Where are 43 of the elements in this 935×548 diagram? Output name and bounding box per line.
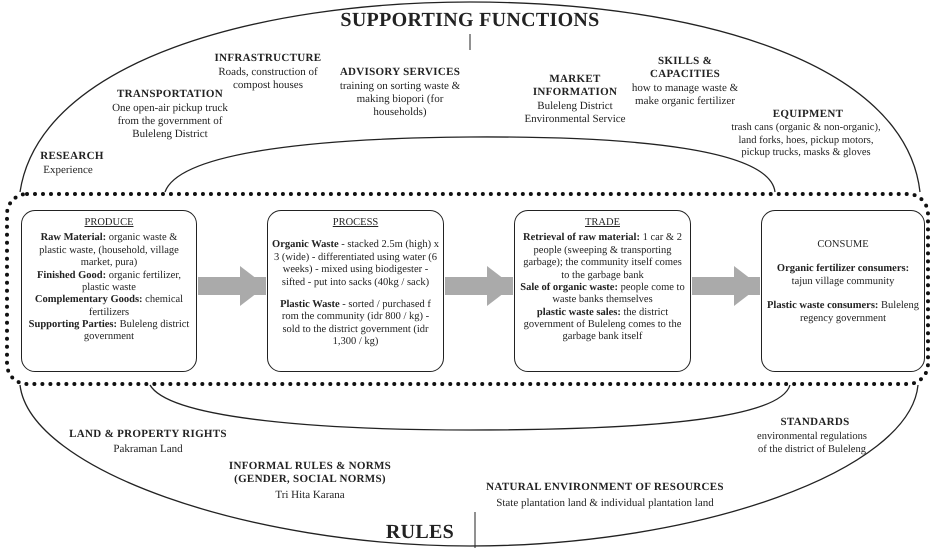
section-heading: INFRASTRUCTURE [214,52,322,66]
section-heading: MARKET INFORMATION [532,73,618,100]
stage-description: Plastic Waste - sorted / purchased f rom the community (idr 800 / kg) - sold to the district government (idr 1,300 / kg) [279,298,432,348]
stage-description: Complementary Goods: chemical fertilizers [34,294,184,319]
section-heading: LAND & PROPERTY RIGHTS [68,428,228,442]
section-text: State plantation land & individual plantation land [495,497,715,510]
value-chain-band [5,192,930,386]
stage-box [267,210,444,372]
stage-description: Supporting Parties: Buleleng district government [28,319,190,344]
section-text: trash cans (organic & non-organic), land forks, hoes, pickup motors, pickup trucks, masks & gloves [730,122,882,160]
section-text: training on sorting waste & making biopori (for households) [338,80,462,120]
section-text: Tri Hita Karana [274,489,346,502]
block-arrow [692,266,760,306]
block-arrow [198,266,266,306]
title: SUPPORTING FUNCTIONS [340,8,600,32]
stage-heading: TRADE [584,217,621,230]
stage-box [514,210,691,372]
stage-box [21,210,197,372]
section-heading: STANDARDS [779,416,851,430]
block-arrow [445,266,513,306]
section-text: One open-air pickup truck from the government of Buleleng District [111,102,229,142]
section-heading: ADVISORY SERVICES [338,66,462,80]
stage-heading: PROCESS [332,217,380,230]
section-heading: TRANSPORTATION [116,88,224,102]
section-text: Experience [42,164,94,178]
section-text: environmental regulations of the district of Buleleng [756,431,868,456]
section-heading: RULES [384,520,456,544]
section-text: how to manage waste & make organic fertilizer [630,82,740,108]
section-heading: INFORMAL RULES & NORMS (GENDER, SOCIAL NORMS) [228,460,392,486]
section-text: Pakraman Land [112,443,184,456]
section-text: Buleleng District Environmental Service [523,100,627,126]
stage-box [761,210,925,372]
stage-description: Raw Material: organic waste & plastic waste, (household, village market, pura) [38,232,180,270]
stage-description: Organic fertilizer consumers: tajun village community [776,263,910,288]
section-heading: RESEARCH [39,150,105,164]
stage-description: Organic Waste - stacked 2.5m (high) x 3 (wide) - differentiated using water (6 weeks) - mixed using biodigester - sifted - put into sacks (40kg / sack) [272,239,439,289]
stage-heading: PRODUCE [83,217,134,230]
stage-heading: CONSUME [816,239,870,252]
section-heading: NATURAL ENVIRONMENT OF RESOURCES [485,481,725,494]
stage-description: Plastic waste consumers: Buleleng regency government [766,300,920,325]
stage-description: plastic waste sales: the district government of Buleleng comes to the garbage bank itself [522,306,682,344]
section-heading: EQUIPMENT [772,108,844,122]
section-heading: SKILLS & CAPACITIES [648,55,722,82]
